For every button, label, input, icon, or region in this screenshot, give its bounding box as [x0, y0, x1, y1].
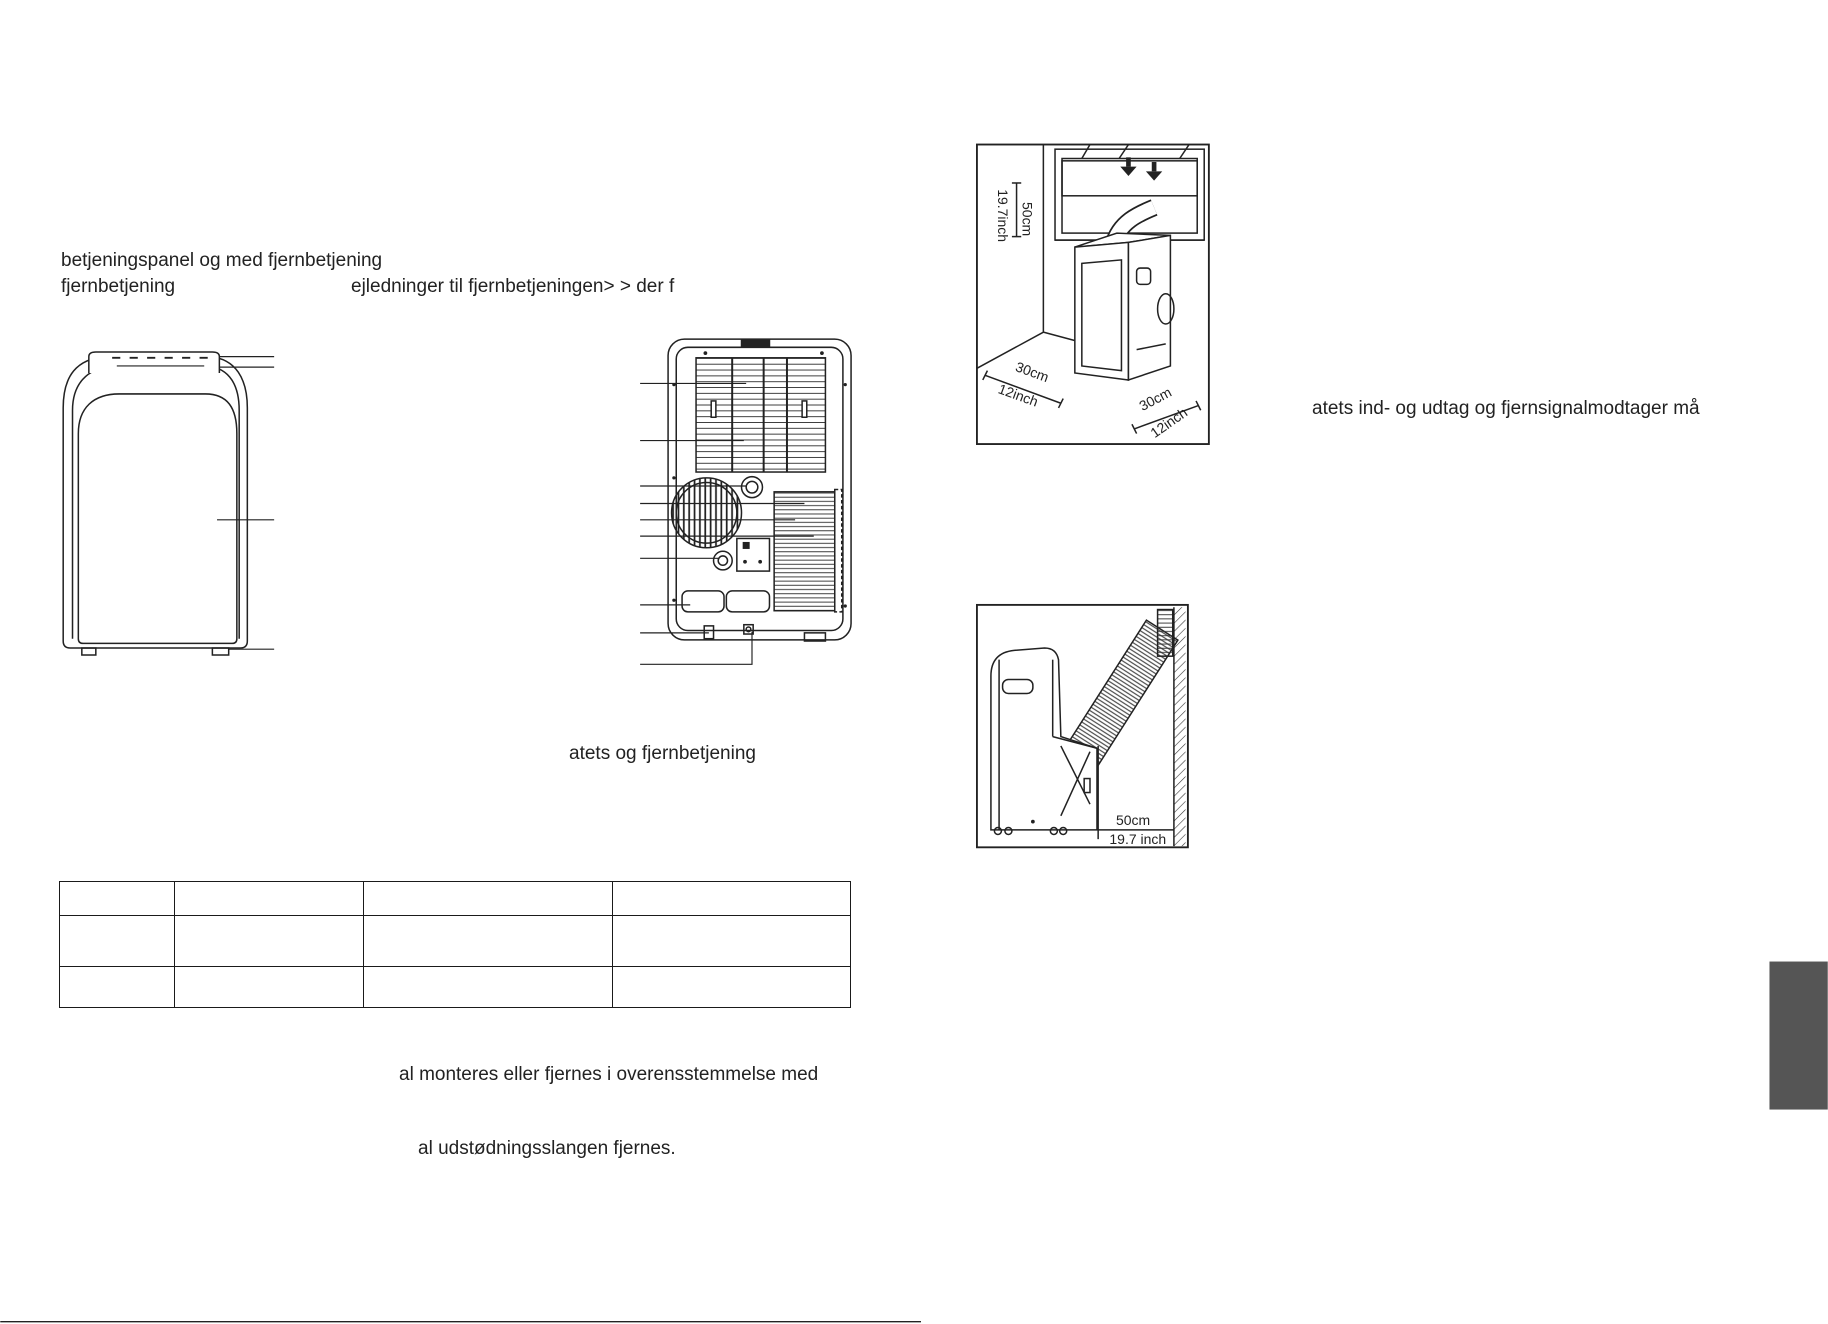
table-cell: [612, 915, 851, 967]
table-row: [59, 915, 851, 967]
right-inch-label: 12inch: [1147, 404, 1190, 441]
wall-distance-dimension: [1097, 745, 1174, 840]
drain-plug-upper: [740, 475, 764, 499]
back-outer-body: [667, 338, 852, 641]
distance-inch-label: 19.7 inch: [1109, 831, 1166, 847]
spec-table: [59, 881, 851, 1008]
grille-hook-right: [801, 400, 808, 419]
unit-perspective: [1074, 232, 1175, 382]
chapter-side-tab: [1769, 961, 1828, 1110]
table-cell: [174, 966, 364, 1008]
grille-hook-left: [710, 400, 717, 419]
cord-holder-left: [681, 590, 725, 613]
exhaust-outlet-grille: [670, 477, 743, 549]
table-cell: [612, 966, 851, 1008]
table-cell: [174, 915, 364, 967]
control-panel-top: [88, 351, 221, 373]
note-hose-line: al udstødningsslangen fjernes.: [418, 1138, 676, 1159]
intro-line-2-end: ejledninger til fjernbetjeningen> > der …: [351, 276, 675, 297]
cord-holder-right: [725, 590, 771, 613]
power-socket-box: [736, 537, 771, 572]
table-cell: [59, 915, 175, 967]
back-view-unit-illustration: [667, 338, 852, 642]
distance-cm-label: 50cm: [1116, 812, 1150, 828]
unit-foot-left: [81, 647, 97, 656]
back-view-leader-lines: [640, 382, 814, 665]
table-cell: [174, 881, 364, 916]
intro-line-1: betjeningspanel og med fjernbetjening: [61, 250, 383, 271]
unit-side-view: [990, 647, 1098, 836]
air-filter-slats: [773, 491, 836, 612]
front-view-unit-illustration: [62, 351, 249, 656]
table-row: [59, 881, 851, 916]
wall-hatch: [1173, 607, 1186, 847]
hose-wall-figure: [976, 603, 1189, 849]
top-tab: [740, 339, 771, 347]
caption-remote: atets og fjernbetjening: [569, 743, 756, 764]
unit-handle: [1135, 267, 1152, 286]
clearance-figure-frame: [976, 143, 1210, 445]
right-cm-label: 30cm: [1136, 384, 1174, 414]
left-clearance-dimension: [982, 370, 1064, 409]
table-cell: [59, 966, 175, 1008]
power-plug-icon: [742, 541, 750, 549]
back-wheels: [803, 632, 827, 642]
table-cell: [363, 881, 613, 916]
left-floor-edge: [976, 331, 1044, 369]
unit-outer-body: [62, 355, 249, 649]
table-cell: [363, 966, 613, 1008]
table-row: [59, 966, 851, 1008]
front-view-leader-lines: [217, 356, 275, 650]
unit-inner-outline: [71, 365, 240, 639]
unit-foot-right: [211, 647, 230, 656]
grille-dividers: [731, 357, 788, 473]
height-cm-label: 50cm: [1019, 202, 1035, 236]
back-floor-edge: [1043, 331, 1079, 343]
height-dimension: [1011, 182, 1022, 238]
intro-line-2-start: fjernbetjening: [61, 276, 176, 297]
hose-figure-frame: [976, 603, 1189, 849]
back-inner-body: [675, 346, 844, 632]
left-cm-label: 30cm: [1013, 358, 1051, 385]
upper-air-grille: [695, 357, 827, 473]
note-mount-line: al monteres eller fjernes i overensstemm…: [399, 1064, 819, 1085]
unit-front-panel: [77, 393, 238, 645]
table-cell: [612, 881, 851, 916]
control-panel-buttons: [112, 356, 208, 367]
left-inch-label: 12inch: [996, 381, 1040, 410]
bottom-drain-center: [743, 623, 754, 635]
hose-figure-labels: 50cm 19.7 inch: [1109, 812, 1166, 847]
drain-plug-lower: [712, 550, 733, 571]
placement-text: atets ind- og udtag og fjernsignalmodtag…: [1312, 398, 1700, 419]
table-cell: [363, 915, 613, 967]
down-arrow-icon: [1120, 157, 1163, 181]
wall-hose-elbow: [1156, 608, 1174, 657]
clearance-figure: [976, 143, 1210, 445]
right-clearance-dimension: [1131, 400, 1202, 434]
unit-side-face: [1127, 234, 1172, 382]
unit-wheels: [993, 826, 1068, 836]
table-cell: [59, 881, 175, 916]
side-handle: [1001, 678, 1034, 695]
filter-side-strip: [833, 488, 843, 613]
height-inch-label: 19.7inch: [995, 189, 1011, 242]
